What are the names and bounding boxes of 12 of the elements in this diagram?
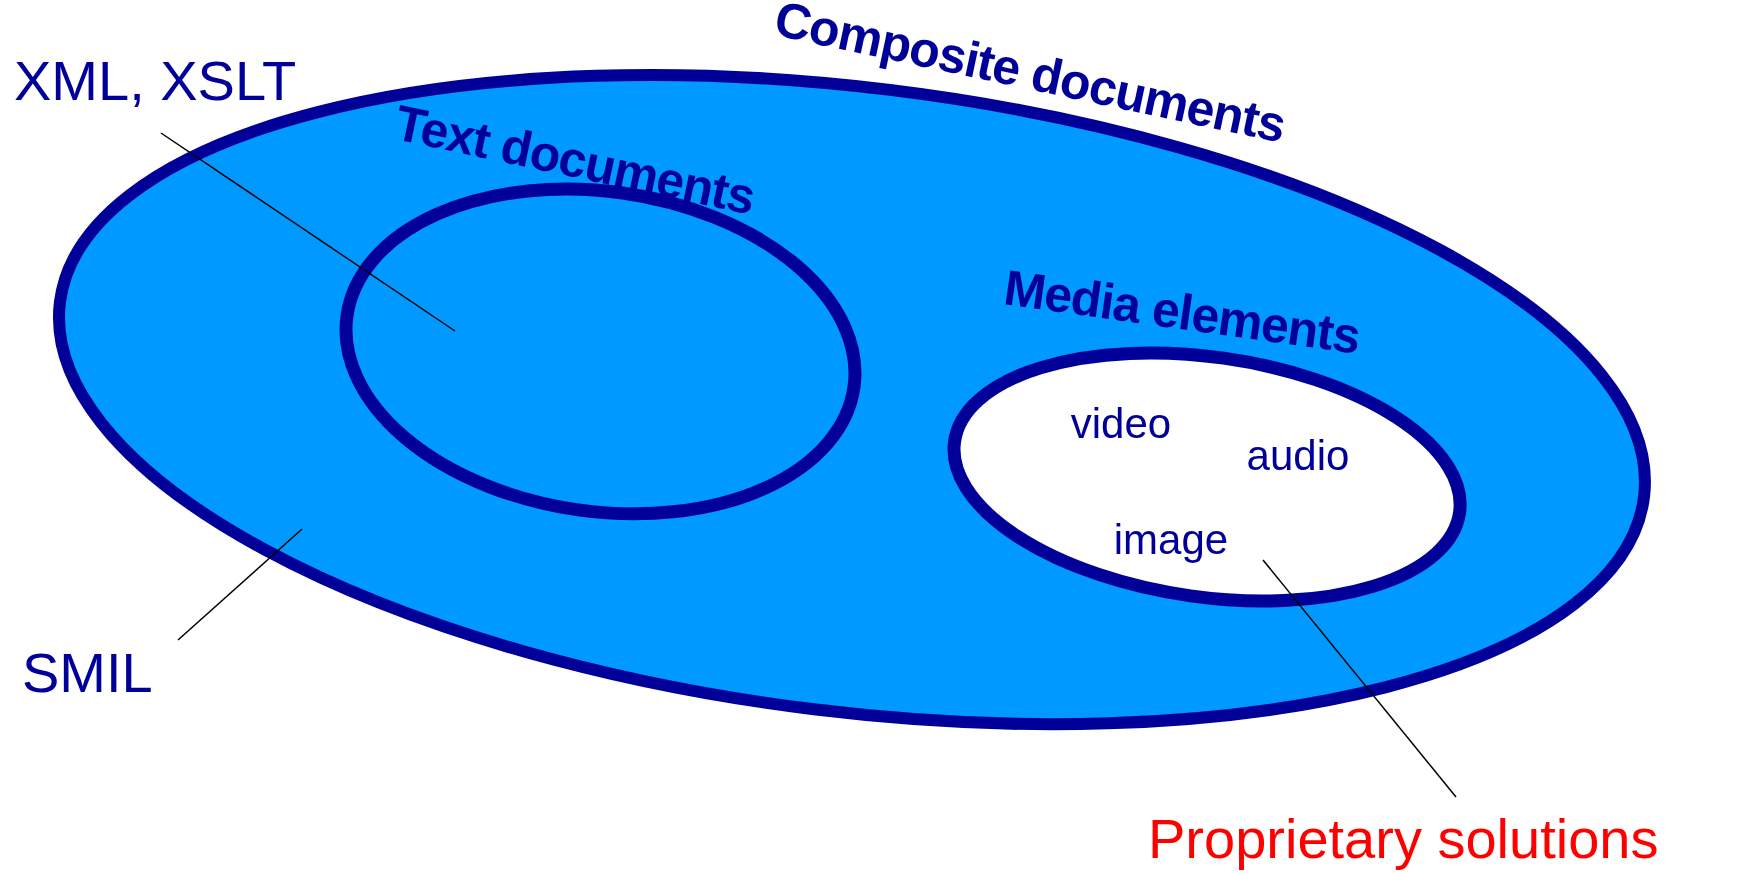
leader-line [160, 132, 456, 332]
callout-text: SMIL [22, 640, 153, 705]
media-type-label: audio [1246, 432, 1350, 480]
media-type-label: image [1113, 516, 1229, 564]
region-heading: Text documents [390, 93, 760, 227]
region-heading: Composite documents [769, 0, 1291, 155]
media-type-label: video [1070, 400, 1172, 448]
callout-text: XML, XSLT [14, 48, 297, 113]
region-heading: Media elements [1000, 258, 1364, 366]
leader-line [177, 528, 303, 641]
leader-line [1262, 559, 1457, 798]
callout-text: Proprietary solutions [1148, 806, 1659, 871]
